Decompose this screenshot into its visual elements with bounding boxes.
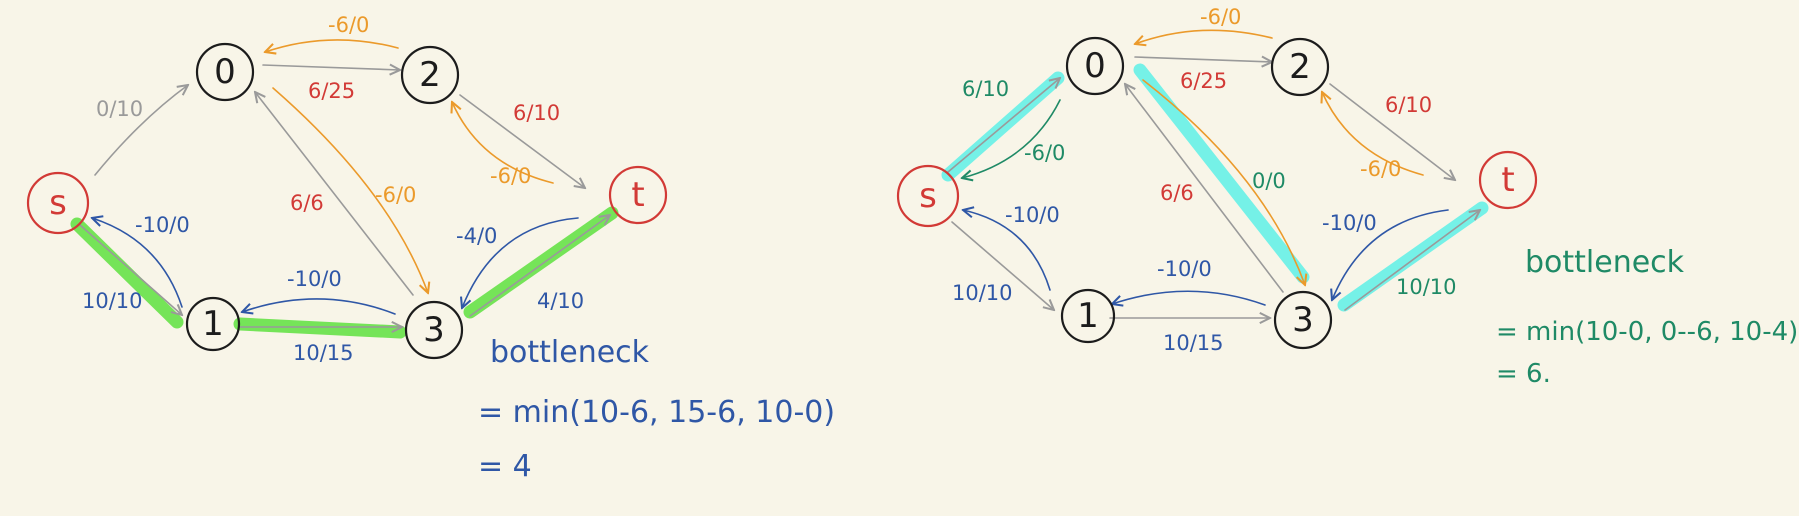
bottleneck-note-right: bottleneck = min(10-0, 0--6, 10-4) = 6. — [1496, 245, 1798, 389]
edge-label-3-t: 10/10 — [1396, 275, 1457, 299]
bottleneck-formula-right: = min(10-0, 0--6, 10-4) — [1496, 317, 1798, 347]
edge-t-3-residual — [462, 217, 579, 308]
edge-label-2-t: 6/10 — [513, 101, 560, 125]
edge-0-2 — [1134, 57, 1272, 62]
edge-label-2-0: -6/0 — [328, 13, 369, 37]
bottleneck-title-left: bottleneck — [490, 335, 650, 370]
node-2-label: 2 — [1289, 47, 1311, 87]
node-3-label: 3 — [423, 310, 445, 350]
highlight-0-3 — [1133, 63, 1310, 284]
bottleneck-formula-left: = min(10-6, 15-6, 10-0) — [478, 395, 835, 430]
node-1-label: 1 — [202, 304, 224, 344]
edge-2-t — [1329, 83, 1455, 180]
highlight-3-t — [463, 206, 619, 319]
edge-label-0-s: -6/0 — [1024, 141, 1065, 165]
highlight-1-3 — [233, 317, 407, 339]
bottleneck-result-left: = 4 — [478, 449, 532, 484]
edge-t-2-residual — [452, 102, 554, 184]
edge-0-s-residual — [962, 99, 1061, 178]
edge-2-t — [459, 94, 585, 188]
edge-label-1-3: 10/15 — [293, 341, 354, 365]
edge-label-t-3: -4/0 — [456, 224, 497, 248]
edge-label-1-s: -10/0 — [135, 213, 190, 237]
node-1-label: 1 — [1077, 296, 1099, 336]
edge-2-0-residual — [1135, 29, 1273, 44]
edge-label-3-1: -10/0 — [287, 267, 342, 291]
edge-label-t-2: -6/0 — [490, 164, 531, 188]
edge-3-1-residual — [242, 298, 396, 315]
edge-label-3-0: 6/6 — [1160, 181, 1194, 205]
edge-0-2 — [262, 65, 400, 70]
node-t-label: t — [631, 175, 644, 215]
edge-label-0-3: 0/0 — [1252, 169, 1286, 193]
edge-t-3-residual — [1332, 209, 1449, 300]
node-t-label: t — [1501, 160, 1514, 200]
edge-s-1 — [951, 221, 1054, 310]
node-1: 1 — [1060, 288, 1116, 344]
node-3-label: 3 — [1292, 300, 1314, 340]
node-3: 3 — [1273, 290, 1333, 350]
node-0: 0 — [195, 42, 255, 102]
graph-right: s 0 2 t 1 3 -6/0 6/10 -6/0 6/25 6/10 -6/… — [896, 5, 1798, 389]
edge-label-0-3: -6/0 — [375, 183, 416, 207]
edge-label-s-1: 10/10 — [952, 281, 1013, 305]
edge-s-1 — [79, 224, 182, 315]
node-1: 1 — [185, 296, 241, 352]
edge-label-s-0: 6/10 — [962, 77, 1009, 101]
bottleneck-note-left: bottleneck = min(10-6, 15-6, 10-0) = 4 — [478, 335, 835, 484]
edge-label-0-2: 6/25 — [1180, 69, 1227, 93]
bottleneck-result-right: = 6. — [1496, 359, 1551, 389]
highlight-s-1 — [70, 217, 184, 329]
edge-3-t — [1344, 210, 1480, 311]
edge-label-s-0: 0/10 — [96, 97, 143, 121]
edge-s-0 — [947, 78, 1060, 173]
node-2: 2 — [1270, 37, 1330, 97]
edge-label-1-s: -10/0 — [1005, 203, 1060, 227]
graph-left: s 0 2 t 1 3 -6/0 0/10 6/25 6/10 -6/0 6/6… — [26, 13, 835, 484]
edge-label-1-3: 10/15 — [1163, 331, 1224, 355]
node-t: t — [1478, 150, 1538, 210]
edge-label-t-3: -10/0 — [1322, 211, 1377, 235]
edge-3-0 — [255, 92, 414, 296]
node-s: s — [26, 171, 90, 235]
edge-1-s-residual — [963, 210, 1051, 291]
edge-t-2-residual — [1322, 92, 1424, 176]
edge-0-3-residual — [272, 87, 428, 293]
edge-label-3-t: 4/10 — [537, 289, 584, 313]
edge-3-1-residual — [1112, 290, 1266, 305]
node-3: 3 — [404, 300, 464, 360]
edge-label-s-1: 10/10 — [82, 289, 143, 313]
node-s: s — [896, 164, 960, 228]
edge-0-3-residual — [1142, 79, 1305, 285]
node-0-label: 0 — [214, 52, 236, 92]
bottleneck-title-right: bottleneck — [1525, 245, 1685, 280]
edge-1-s-residual — [92, 218, 183, 308]
edge-2-0-residual — [265, 39, 399, 52]
node-t: t — [608, 165, 668, 225]
node-0: 0 — [1065, 36, 1125, 96]
edge-label-t-2: -6/0 — [1360, 157, 1401, 181]
node-s-label: s — [49, 183, 67, 223]
edge-3-0 — [1125, 84, 1284, 293]
edge-label-3-0: 6/6 — [290, 191, 324, 215]
node-0-label: 0 — [1084, 46, 1106, 86]
edge-label-2-t: 6/10 — [1385, 93, 1432, 117]
edge-3-t — [469, 215, 610, 317]
highlight-3-t — [1337, 201, 1489, 312]
node-2: 2 — [400, 45, 460, 105]
node-2-label: 2 — [419, 55, 441, 95]
node-s-label: s — [919, 176, 937, 216]
edge-label-3-1: -10/0 — [1157, 257, 1212, 281]
edge-label-2-0: -6/0 — [1200, 5, 1241, 29]
highlight-path-left — [70, 206, 619, 339]
edge-s-0 — [94, 85, 188, 176]
edge-label-0-2: 6/25 — [308, 79, 355, 103]
